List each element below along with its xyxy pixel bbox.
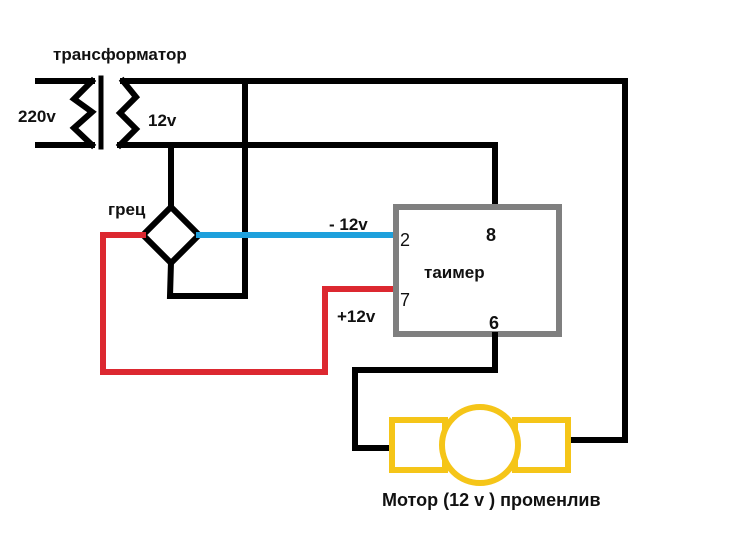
plus-12v-label: +12v xyxy=(337,307,376,326)
timer-pin-7: 7 xyxy=(400,290,411,310)
motor-right-terminal xyxy=(512,417,571,473)
positive-wire xyxy=(100,232,398,375)
secondary-voltage-label: 12v xyxy=(148,111,177,130)
motor-left-terminal xyxy=(389,417,448,473)
bridge-rectifier xyxy=(138,202,204,268)
primary-voltage-label: 220v xyxy=(18,107,56,126)
timer-pin-6: 6 xyxy=(489,313,500,333)
transformer-label: трансформатор xyxy=(53,45,187,64)
timer-pin-2: 2 xyxy=(400,230,411,250)
motor-body xyxy=(439,404,521,486)
bridge-label: грец xyxy=(108,200,146,219)
secondary-bottom-wire xyxy=(117,142,498,208)
timer-pin-8: 8 xyxy=(486,225,497,245)
secondary-zigzag xyxy=(115,76,141,150)
timer-box xyxy=(393,204,562,337)
transformer-primary-coil xyxy=(35,76,97,150)
secondary-top-wire xyxy=(120,78,628,443)
motor-label: Мотор (12 v ) променлив xyxy=(382,490,601,510)
minus-12v-label: - 12v xyxy=(329,215,368,234)
primary-zigzag xyxy=(69,76,97,150)
motor xyxy=(389,404,571,486)
wire-pin6-to-motor xyxy=(352,332,498,451)
timer-label: таимер xyxy=(424,263,485,282)
wire-bridge-bottom xyxy=(166,258,248,299)
